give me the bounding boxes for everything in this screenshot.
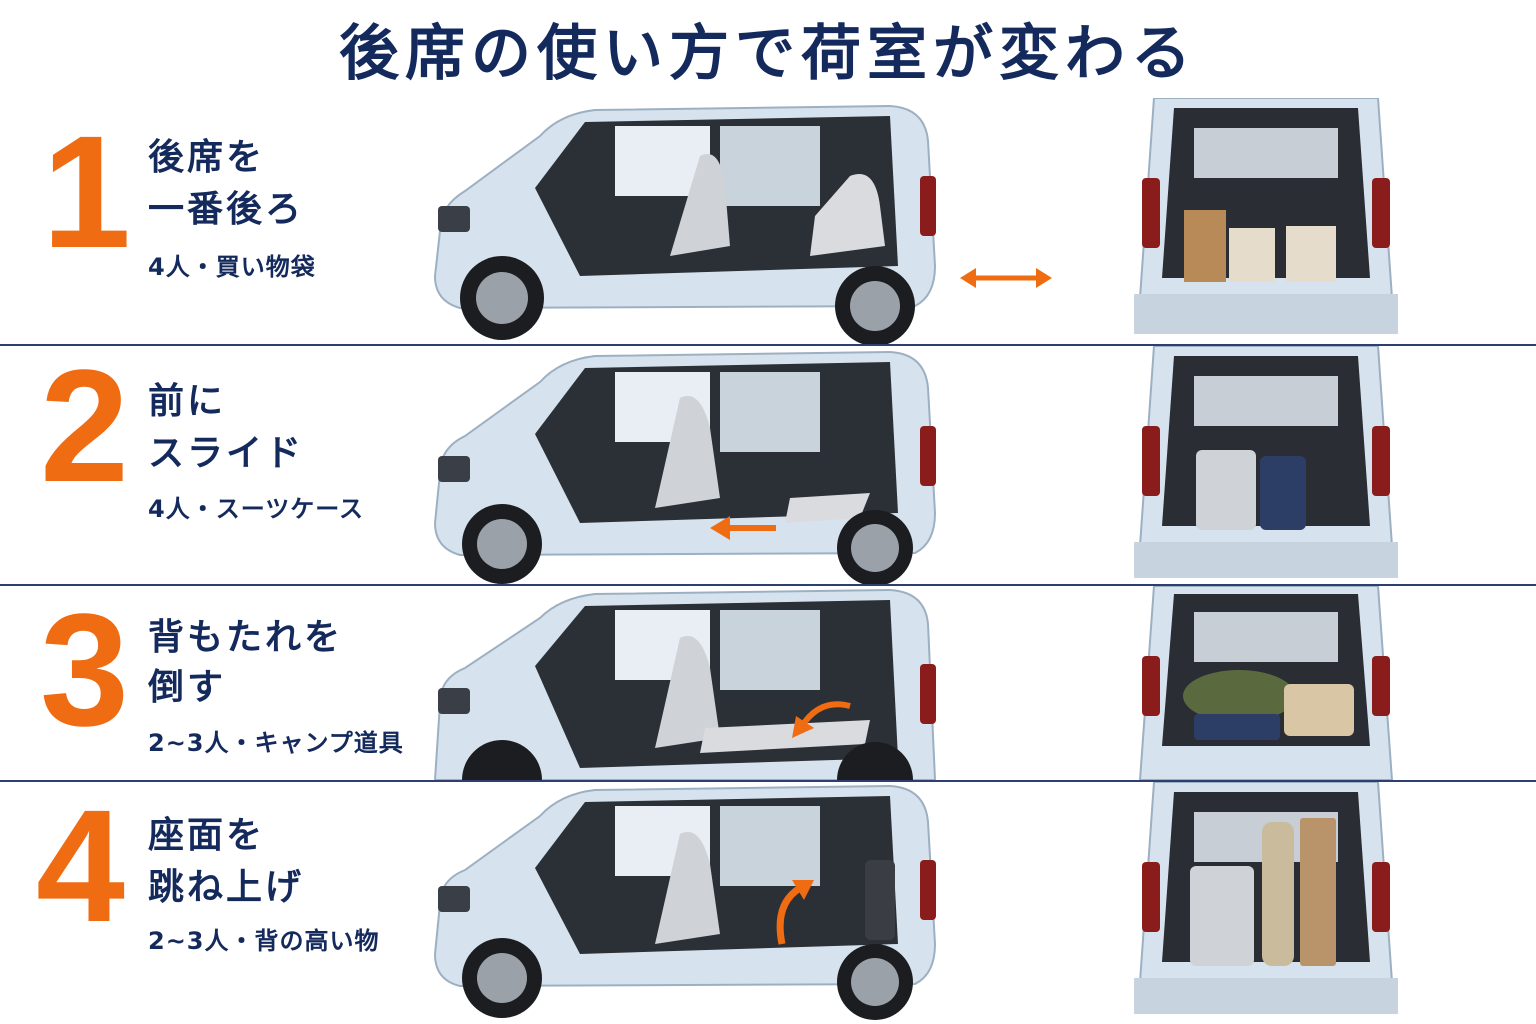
step-2-caption: 4人・スーツケース bbox=[148, 495, 365, 523]
car-side-view-3 bbox=[420, 588, 940, 780]
double-arrow-icon bbox=[958, 264, 1054, 292]
step-2-heading-line2: スライド bbox=[148, 433, 305, 474]
car-side-view-1 bbox=[420, 96, 940, 344]
car-side-view-2 bbox=[420, 348, 940, 584]
left-arrow-icon bbox=[710, 516, 776, 540]
row-divider-3 bbox=[0, 780, 1536, 782]
step-2-heading-line1: 前に bbox=[148, 381, 227, 422]
curved-arrow-icon bbox=[792, 701, 851, 738]
step-3-heading-line1: 背もたれを bbox=[148, 617, 344, 658]
step-3-caption: 2~3人・キャンプ道具 bbox=[148, 729, 404, 757]
step-4-heading-line1: 座面を bbox=[148, 815, 266, 856]
step-number-1: 1 bbox=[42, 102, 131, 281]
rear-cargo-view-1 bbox=[1134, 98, 1398, 342]
step-1-heading-line1: 後席を bbox=[148, 137, 266, 178]
rear-cargo-view-4 bbox=[1134, 782, 1398, 1018]
rear-cargo-view-2 bbox=[1134, 346, 1398, 582]
step-number-2: 2 bbox=[40, 336, 129, 515]
step-1-caption: 4人・買い物袋 bbox=[148, 253, 316, 281]
row-divider-2 bbox=[0, 584, 1536, 586]
step-4-caption: 2~3人・背の高い物 bbox=[148, 927, 380, 955]
up-curved-arrow-icon bbox=[776, 880, 814, 945]
step-number-4: 4 bbox=[36, 776, 125, 955]
step-3-heading-line2: 倒す bbox=[148, 667, 227, 708]
row-divider-1 bbox=[0, 344, 1536, 346]
rear-cargo-view-3 bbox=[1134, 586, 1398, 780]
step-1-heading-line2: 一番後ろ bbox=[148, 189, 305, 230]
car-side-view-4 bbox=[420, 784, 940, 1020]
step-4-heading-line2: 跳ね上げ bbox=[148, 867, 305, 908]
page-title: 後席の使い方で荷室が変わる bbox=[339, 19, 1197, 89]
step-number-3: 3 bbox=[40, 580, 129, 759]
